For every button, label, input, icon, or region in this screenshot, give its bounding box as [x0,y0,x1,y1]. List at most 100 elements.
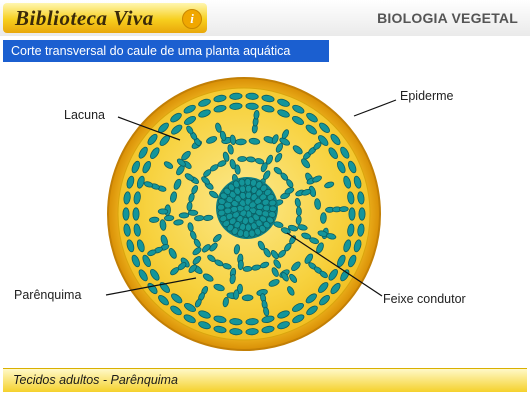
epidermis-cell [353,239,362,253]
parenchyma-cell [286,179,294,188]
parenchyma-cell [163,215,175,222]
label-epiderme: Epiderme [400,89,454,103]
parenchyma-cell [159,219,167,231]
parenchyma-cell [207,254,216,262]
parenchyma-cell [237,156,247,162]
parenchyma-cell [229,273,236,285]
parenchyma-cell [280,227,291,235]
parenchyma-cell [297,224,308,231]
feixe-leader [286,232,383,297]
epidermis-cell [261,315,275,324]
brand-logo[interactable]: Biblioteca Viva i [3,3,207,33]
epidermis-cell [184,115,196,126]
epidermis-cell [171,293,183,304]
parenchyma-cell [237,259,244,271]
epidermis-cell [229,92,243,100]
epidermis-cell [277,321,290,330]
parenchyma-cell [301,158,311,169]
epidermis-cell [347,191,355,205]
parenchyma-cell [191,185,199,195]
parenchyma-cell [274,152,283,163]
parenchyma-cell [284,187,295,195]
section-title: BIOLOGIA VEGETAL [377,10,518,26]
parenchyma-cell [176,158,186,167]
parenchyma-cell [233,244,241,255]
parenchyma-cell [233,289,240,300]
epidermis-cell [150,147,160,160]
parenchyma-cell [219,130,227,141]
parenchyma-cell [181,150,191,161]
epidermis-cell [142,254,151,268]
epidermis-cell [123,223,131,237]
parenchyma-cell [215,122,222,133]
epidermis-cell [261,94,275,103]
parenchyma-cell [324,181,335,189]
parenchyma-cell [206,136,218,144]
info-icon[interactable]: i [182,9,202,29]
epidermis-cell [123,191,131,205]
epidermis-cell [292,302,304,313]
parenchyma-cell [188,264,197,274]
parenchyma-cell [192,256,202,265]
parenchyma-cell [192,247,202,256]
epidermis-cell [261,325,275,334]
parenchyma-cell [273,259,282,269]
parenchyma-cell [248,137,261,145]
parenchyma-cell [295,206,302,217]
epidermis-cell [343,239,352,253]
epidermis-cell [330,133,341,146]
parenchyma-cell [268,279,280,287]
parenchyma-cell [213,283,225,292]
parenchyma-cell [170,267,180,276]
epiderme-leader [353,99,397,117]
parenchyma-cell [194,215,205,222]
epidermis-cell [245,328,259,336]
epidermis-cell [198,98,211,107]
parenchyma-cell [339,206,349,213]
epidermis-cell [147,133,158,146]
parenchyma-cell [271,267,279,277]
vascular-cell [242,230,250,238]
epidermis-cell [245,102,259,110]
epidermis-cell [353,175,362,189]
epidermis-cell [305,124,317,135]
epidermis-cell [138,269,148,282]
epidermis-cell [348,207,356,221]
epidermis-cell [358,207,366,221]
epidermis-cell [330,282,341,295]
epidermis-cell [159,282,170,293]
parenchyma-cell [209,190,219,199]
parenchyma-cell [314,198,321,210]
epidermis-cell [122,207,130,221]
parenchyma-cell [173,219,184,226]
epidermis-cell [142,160,151,174]
parenchyma-cell [242,265,253,272]
epidermis-cell [229,328,243,336]
parenchyma-cell [229,134,236,145]
epidermis-cell [348,160,357,174]
parenchyma-cell [292,145,303,155]
epidermis-cell [337,160,346,174]
epidermis-cell [170,112,182,123]
parenchyma-cell [254,158,265,165]
parenchyma-cell [186,125,194,135]
epidermis-cell [328,268,338,281]
parenchyma-cell [326,233,337,240]
epidermis-cell [171,124,183,135]
epidermis-cell [229,102,243,110]
parenchyma-cell [173,178,182,190]
parenchyma-cell [289,273,298,283]
parenchyma-cell [157,208,169,215]
parenchyma-cell [222,296,229,308]
parenchyma-cell [263,247,271,258]
epidermis-cell [183,104,196,114]
parenchyma-cell [309,237,320,245]
vascular-cell [248,229,256,238]
epidermis-cell [357,191,365,205]
epidermis-cell [292,115,304,126]
epidermis-cell [183,314,196,324]
epidermis-cell [126,239,135,253]
epidermis-cell [343,175,352,189]
parenchyma-cell [222,151,230,162]
epidermis-cell [138,146,148,159]
